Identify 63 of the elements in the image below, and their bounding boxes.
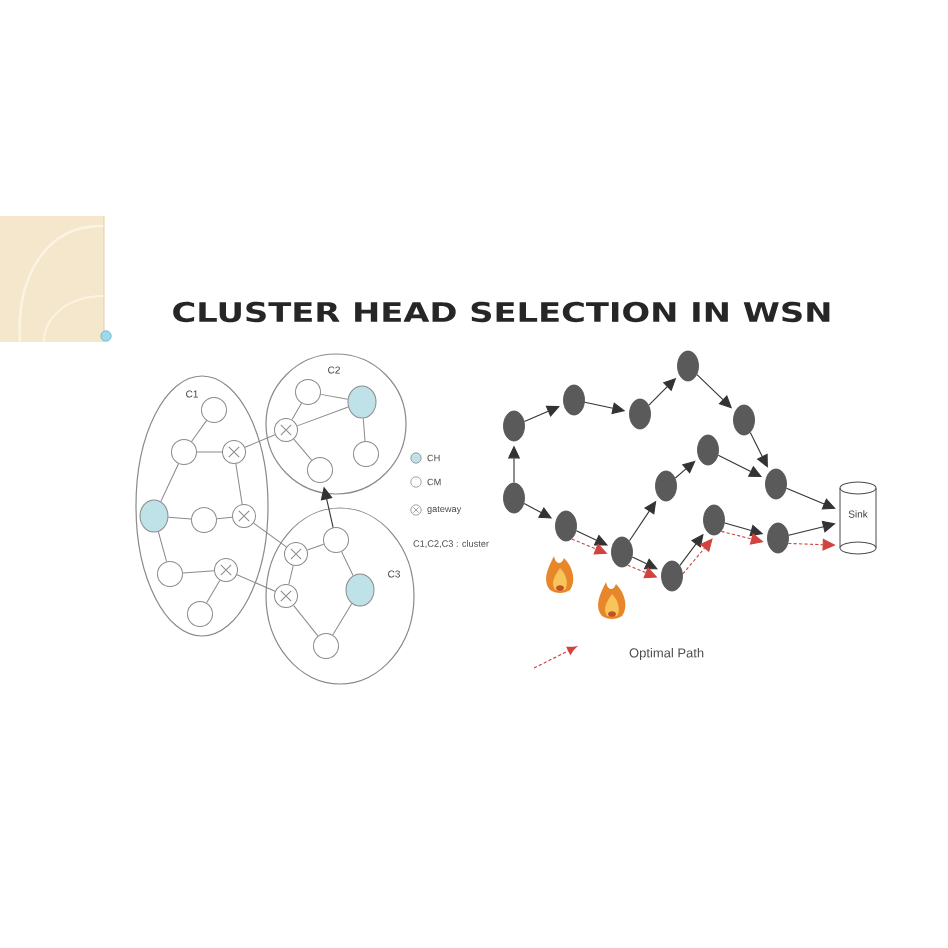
connector-line — [320, 393, 349, 400]
node-circle — [347, 385, 377, 419]
node-circle — [201, 397, 227, 423]
arrow — [575, 530, 608, 546]
connector-line — [235, 463, 243, 505]
connector-line — [157, 531, 168, 562]
connector-line — [293, 604, 319, 637]
node-circle — [295, 379, 321, 405]
node-circle — [323, 527, 349, 553]
node-circle — [139, 499, 169, 533]
node-circle — [157, 561, 183, 587]
sensor-node — [655, 470, 677, 502]
node-circle — [171, 439, 197, 465]
connector-line — [362, 417, 366, 442]
sensor-node — [661, 560, 683, 592]
sensor-node — [503, 410, 525, 442]
sensor-node — [555, 510, 577, 542]
sensor-node — [733, 404, 755, 436]
crossed-circle — [222, 440, 246, 464]
sensor-node — [611, 536, 633, 568]
node-circle — [313, 633, 339, 659]
sensor-node — [503, 482, 525, 514]
arrow — [785, 487, 836, 510]
sensor-node — [767, 522, 789, 554]
crossed-circle — [232, 504, 256, 528]
node-circle — [191, 507, 217, 533]
connector-line — [216, 516, 233, 520]
sensor-node — [697, 434, 719, 466]
connector-line — [167, 516, 192, 520]
sensor-node — [629, 398, 651, 430]
dashed-arrow — [682, 538, 713, 575]
crossed-circle — [274, 584, 298, 608]
connector-line — [332, 603, 353, 636]
arrow — [674, 460, 696, 479]
node-circle — [345, 573, 375, 607]
connector-line — [182, 570, 215, 574]
connector-line — [160, 463, 179, 502]
crossed-circle — [214, 558, 238, 582]
sensor-node — [563, 384, 585, 416]
arrow — [749, 432, 768, 468]
connector-line — [306, 543, 325, 551]
connector-line — [296, 406, 349, 427]
connector-line — [206, 579, 221, 604]
title: CLUSTER HEAD SELECTION IN WSN — [173, 301, 830, 323]
connector-line — [191, 420, 207, 442]
sensor-node — [677, 350, 699, 382]
sensor-node — [703, 504, 725, 536]
connector-line — [244, 434, 276, 448]
connector-line — [341, 551, 354, 577]
crossed-circle — [284, 542, 308, 566]
arrow — [523, 405, 560, 423]
dashed-arrow — [720, 530, 764, 545]
connector-line — [196, 451, 223, 453]
connector-line — [291, 402, 302, 421]
connector-line — [293, 438, 313, 461]
node-circle — [187, 601, 213, 627]
connector-line — [236, 574, 276, 592]
connector-line — [288, 565, 294, 585]
node-circle — [307, 457, 333, 483]
crossed-circle — [274, 418, 298, 442]
sensor-node — [765, 468, 787, 500]
node-circle — [353, 441, 379, 467]
connector-line — [253, 522, 287, 548]
